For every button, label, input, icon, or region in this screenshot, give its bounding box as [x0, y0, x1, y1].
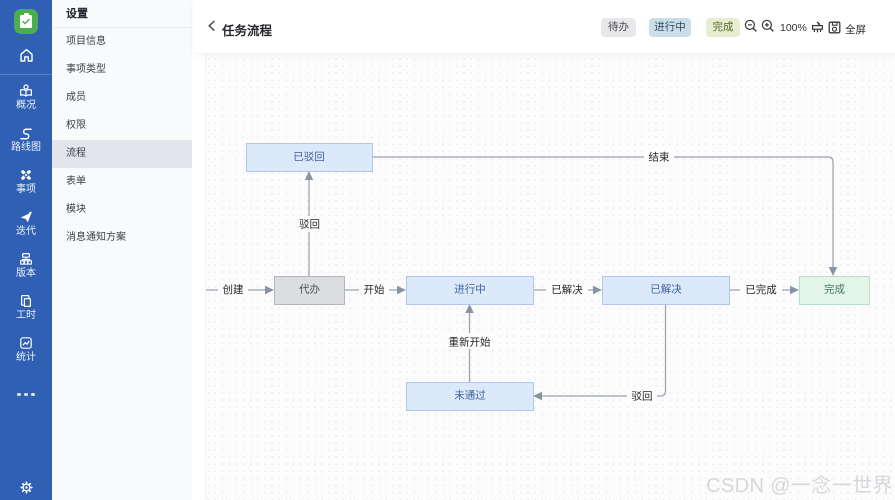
svg-text:开始: 开始 [364, 283, 385, 296]
svg-text:已驳回: 已驳回 [293, 151, 325, 163]
svg-text:完成: 完成 [824, 283, 845, 296]
svg-text:驳回: 驳回 [632, 391, 653, 403]
svg-text:已解决: 已解决 [551, 283, 583, 296]
svg-text:已完成: 已完成 [745, 283, 777, 296]
svg-text:创建: 创建 [223, 283, 244, 296]
svg-text:重新开始: 重新开始 [449, 336, 491, 349]
svg-text:未通过: 未通过 [454, 389, 486, 402]
svg-text:代办: 代办 [299, 283, 320, 296]
svg-text:驳回: 驳回 [299, 219, 320, 231]
svg-text:已解决: 已解决 [650, 283, 682, 296]
svg-text:结束: 结束 [649, 151, 670, 164]
svg-text:进行中: 进行中 [454, 283, 486, 296]
